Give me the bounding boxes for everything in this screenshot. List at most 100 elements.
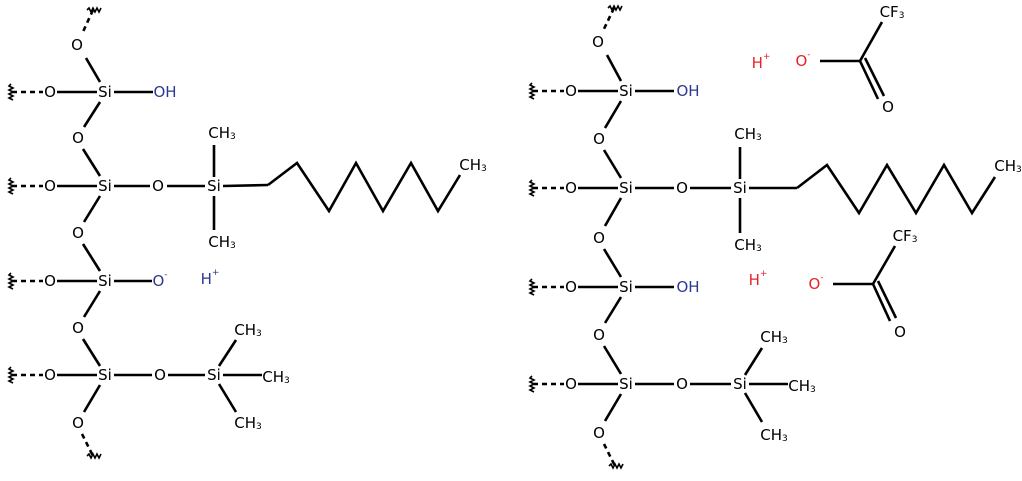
single-bond [603, 296, 623, 324]
atom-subscript: 3 [256, 422, 262, 432]
single-bond [602, 248, 623, 278]
atom-charge: + [212, 268, 220, 278]
atom-symbol: Si [207, 366, 221, 384]
surface-continuation-icon [7, 366, 15, 384]
atom-hplus2: H+ [749, 269, 768, 289]
atom-symbol: CH [234, 321, 256, 339]
atom-symbol: O [593, 229, 605, 247]
surface-continuation-icon [528, 278, 536, 296]
atom-o-r2: O [565, 179, 577, 197]
atom-o-r1: O [565, 82, 577, 100]
atom-symbol: H [749, 271, 760, 289]
atom-symbol: O [894, 323, 906, 341]
atom-subscript: 3 [481, 164, 487, 174]
atom-si1: Si [98, 83, 112, 101]
atom-symbol: Si [733, 179, 747, 197]
atom-subscript: 3 [256, 329, 262, 339]
atom-charge: - [164, 270, 167, 280]
atom-symbol: CH [734, 125, 756, 143]
atom-o-b12: O [593, 130, 605, 148]
atom-o-r2: O [44, 177, 56, 195]
atom-symbol: O [72, 414, 84, 432]
cf3-bond [871, 245, 897, 285]
surface-continuation-icon [528, 179, 536, 197]
single-bond [217, 383, 238, 413]
atom-symbol: O [795, 52, 807, 70]
atom-symbol: CH [262, 368, 284, 386]
atom-o-r4: O [565, 375, 577, 393]
atom-symbol: CF [880, 3, 899, 21]
surface-continuation-icon [7, 272, 15, 290]
atom-subscript: 3 [230, 241, 236, 251]
single-bond [602, 345, 623, 375]
single-bond [602, 149, 623, 179]
atom-o-bot: O [72, 414, 84, 432]
atom-ch3-up: CH3 [734, 125, 762, 143]
surface-continuation-icon [86, 452, 102, 460]
atom-si3: Si [619, 278, 633, 296]
surface-continuation-icon [7, 177, 15, 195]
atom-oh1: OH [676, 82, 699, 100]
atom-symbol: Si [619, 179, 633, 197]
atom-si-tms: Si [733, 375, 747, 393]
atom-o-b23: O [72, 224, 84, 242]
octyl-chain [796, 162, 997, 216]
carbonyl-double-bond [871, 283, 892, 322]
atom-symbol: Si [98, 177, 112, 195]
surface-dashed-bond [80, 433, 95, 457]
atom-o-r3: O [44, 272, 56, 290]
single-bond [82, 195, 102, 223]
atom-symbol: OH [676, 82, 699, 100]
atom-charge: - [820, 273, 823, 283]
atom-symbol: Si [98, 272, 112, 290]
single-bond [222, 183, 269, 188]
atom-tms-b: CH3 [788, 377, 816, 395]
atom-symbol: Si [619, 82, 633, 100]
single-bond [217, 339, 238, 367]
atom-symbol: Si [207, 177, 221, 195]
atom-si3: Si [98, 272, 112, 290]
atom-symbol: OH [676, 278, 699, 296]
single-bond [605, 54, 623, 82]
atom-symbol: O [72, 319, 84, 337]
single-bond [84, 57, 102, 83]
surface-continuation-icon [607, 4, 623, 12]
atom-si-tms: Si [207, 366, 221, 384]
atom-subscript: 3 [782, 434, 788, 444]
atom-tms-b: CH3 [262, 368, 290, 386]
surface-continuation-icon [528, 82, 536, 100]
single-bond [603, 197, 623, 227]
atom-o-b12: O [72, 129, 84, 147]
atom-symbol: Si [619, 375, 633, 393]
atom-symbol: CH [734, 236, 756, 254]
atom-si2: Si [98, 177, 112, 195]
atom-subscript: 3 [810, 385, 816, 395]
atom-symbol: O [565, 278, 577, 296]
atom-o-b34: O [72, 319, 84, 337]
atom-symbol: Si [98, 366, 112, 384]
carbonyl-double-bond [858, 60, 880, 100]
atom-ominus: O- [152, 270, 167, 290]
atom-symbol: O [808, 275, 820, 293]
single-bond [81, 148, 102, 177]
atom-charge: + [760, 269, 768, 279]
surface-continuation-icon [86, 6, 102, 14]
atom-symbol: CH [994, 157, 1016, 175]
atom-subscript: 3 [230, 132, 236, 142]
atom-symbol: CH [760, 328, 782, 346]
single-bond [82, 101, 102, 128]
atom-symbol: CH [234, 414, 256, 432]
surface-dashed-bond [601, 7, 616, 32]
atom-symbol: O [154, 366, 166, 384]
atom-si-c8: Si [733, 179, 747, 197]
atom-o-b23: O [593, 229, 605, 247]
atom-symbol: CH [760, 426, 782, 444]
single-bond [743, 392, 764, 423]
atom-o-tms: O [676, 375, 688, 393]
atom-ch3-dn: CH3 [208, 233, 236, 251]
atom-ch3-up: CH3 [208, 124, 236, 142]
atom-symbol: O [44, 83, 56, 101]
atom-subscript: 3 [756, 133, 762, 143]
